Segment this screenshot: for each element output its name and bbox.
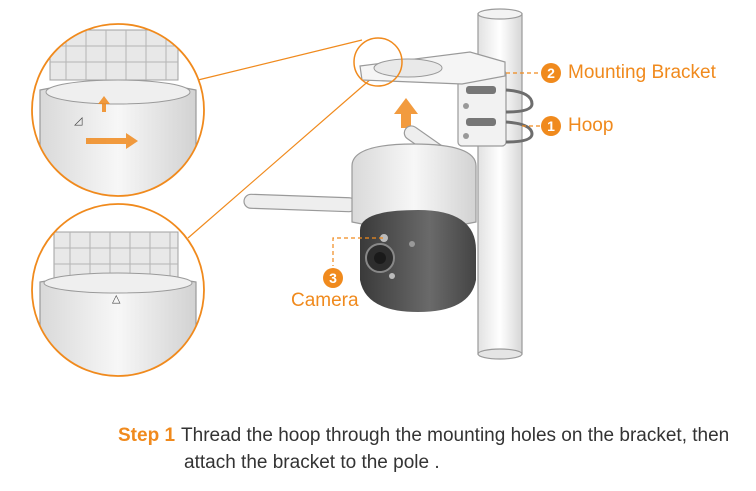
camera-leader bbox=[332, 237, 383, 266]
up-arrow-icon bbox=[98, 96, 110, 112]
up-arrow-icon bbox=[394, 98, 418, 128]
bracket-zoom-marker bbox=[353, 37, 403, 87]
mounting-bracket-label: Mounting Bracket bbox=[568, 62, 716, 83]
step-text-line-1: Thread the hoop through the mounting hol… bbox=[181, 425, 730, 446]
step-number: Step 1 bbox=[118, 425, 176, 446]
zoom-leader-top bbox=[197, 39, 363, 81]
rotate-arrow-icon bbox=[86, 133, 138, 149]
camera-antenna bbox=[243, 193, 357, 213]
mounting-bracket bbox=[359, 51, 507, 147]
step-line-2: attach the bracket to the pole . bbox=[118, 449, 738, 476]
svg-text:◿: ◿ bbox=[74, 114, 83, 127]
zoom-detail-locked: △ bbox=[31, 203, 205, 377]
zoom-detail-rotate: ◿ bbox=[31, 23, 205, 197]
hoop-number-badge: 1 bbox=[541, 116, 561, 136]
camera-label: Camera bbox=[291, 290, 359, 311]
svg-text:△: △ bbox=[112, 292, 121, 305]
hoop bbox=[505, 88, 534, 144]
bracket-number-badge: 2 bbox=[541, 63, 561, 83]
step-text-line-2: attach the bracket to the pole . bbox=[184, 452, 440, 473]
camera-number-badge: 3 bbox=[323, 268, 343, 288]
camera bbox=[243, 125, 477, 312]
hoop-label: Hoop bbox=[568, 115, 614, 136]
zoom-leader-bottom bbox=[187, 77, 373, 239]
